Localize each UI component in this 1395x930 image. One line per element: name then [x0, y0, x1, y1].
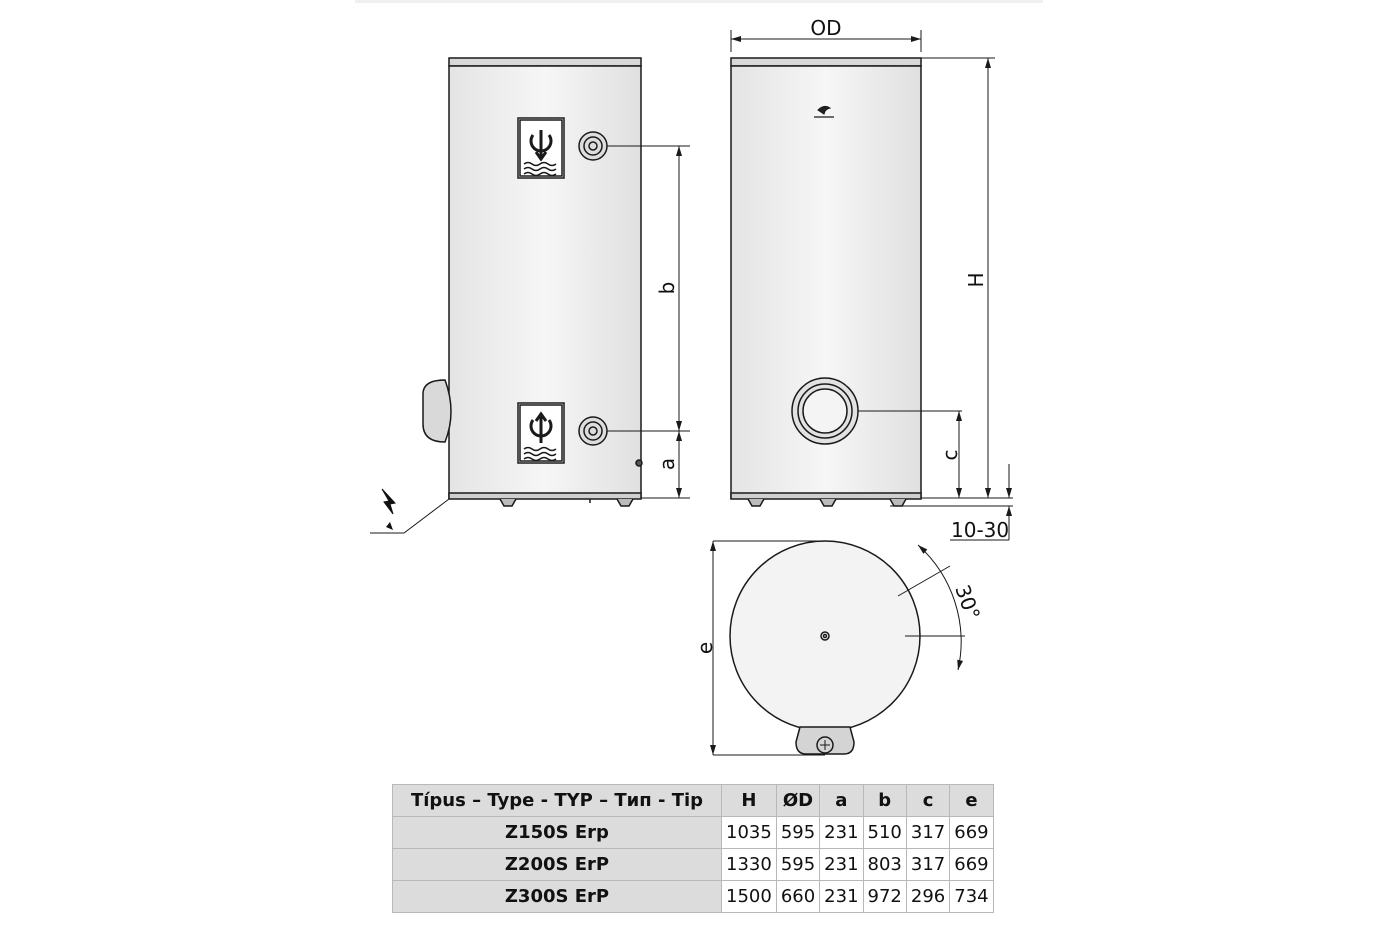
value-cell: 231 — [819, 880, 864, 913]
thermostat-cover — [422, 379, 452, 443]
value-cell: 803 — [862, 848, 907, 881]
column-header: b — [862, 784, 907, 817]
dim-angle-label: 30° — [950, 582, 985, 624]
foot — [499, 498, 517, 507]
dim-b-label: b — [655, 282, 679, 295]
table-row: Z200S ErP 1330 595 231 803 317 669 — [392, 848, 994, 881]
dim-od-label: OD — [810, 16, 841, 40]
side-view-left — [370, 57, 690, 534]
dim-a-label: a — [655, 458, 679, 470]
plan-view — [710, 540, 965, 756]
column-header: H — [721, 784, 777, 817]
table-header-row: Típus – Type - TYP – Тип - Tip H ØD a b … — [392, 784, 994, 817]
dim-h-label: H — [964, 272, 988, 287]
top-band — [355, 0, 1043, 3]
thermostat-flange — [791, 377, 859, 445]
value-cell: 231 — [819, 816, 864, 849]
value-cell: 1330 — [721, 848, 777, 881]
value-cell: 317 — [905, 848, 951, 881]
column-header: ØD — [775, 784, 821, 817]
column-header: a — [819, 784, 864, 817]
tank-base-left — [448, 492, 642, 500]
dim-e-label: e — [693, 642, 717, 654]
value-cell: 296 — [905, 880, 951, 913]
column-header: e — [949, 784, 994, 817]
value-cell: 1500 — [721, 880, 777, 913]
value-cell: 231 — [819, 848, 864, 881]
value-cell: 317 — [905, 816, 951, 849]
table-row: Z150S Erp 1035 595 231 510 317 669 — [392, 816, 994, 849]
tank-plan-circle — [729, 540, 921, 732]
column-header: c — [905, 784, 951, 817]
value-cell: 660 — [775, 880, 821, 913]
tank-top-cap — [448, 57, 642, 67]
tank-base-right — [730, 492, 922, 500]
dimensions-table: Típus – Type - TYP – Тип - Tip H ØD a b … — [392, 784, 994, 913]
technical-drawing: b a — [355, 0, 1043, 756]
value-cell: 1035 — [721, 816, 777, 849]
dim-clearance-label: 10-30 — [951, 518, 1009, 542]
type-cell: Z300S ErP — [392, 880, 722, 913]
value-cell: 595 — [775, 816, 821, 849]
table-row: Z300S ErP 1500 660 231 972 296 734 — [392, 880, 994, 913]
column-header: Típus – Type - TYP – Тип - Tip — [392, 784, 722, 817]
value-cell: 669 — [949, 816, 994, 849]
cold-water-inlet-icon — [517, 402, 565, 464]
outlet-connector — [578, 131, 608, 161]
dim-c-label: c — [938, 450, 962, 461]
electric-hazard-icon — [381, 488, 396, 530]
foot — [616, 498, 634, 507]
type-cell: Z150S Erp — [392, 816, 722, 849]
type-cell: Z200S ErP — [392, 848, 722, 881]
value-cell: 669 — [949, 848, 994, 881]
value-cell: 734 — [949, 880, 994, 913]
brand-logo — [814, 105, 834, 118]
tank-top-cap-right — [730, 57, 922, 67]
value-cell: 595 — [775, 848, 821, 881]
value-cell: 510 — [862, 816, 907, 849]
hot-water-outlet-icon — [517, 117, 565, 179]
value-cell: 972 — [862, 880, 907, 913]
front-view-right — [730, 30, 1013, 541]
inlet-connector — [578, 416, 608, 446]
